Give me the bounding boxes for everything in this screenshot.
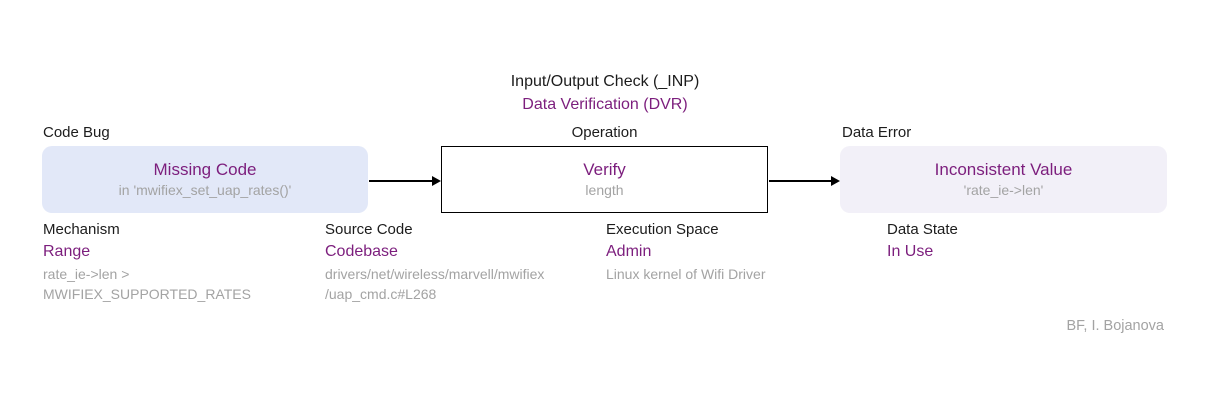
attribute-value: Codebase [325, 243, 398, 260]
attribute-data-state: Data State In Use [887, 219, 1159, 265]
attribute-label: Source Code [325, 221, 413, 238]
bug-class-title: Input/Output Check (_INP) [510, 73, 700, 90]
attribute-source-code: Source Code Codebase drivers/net/wireles… [325, 219, 597, 304]
attribute-label: Data State [887, 221, 958, 238]
attribution-text: BF, I. Bojanova [1066, 318, 1164, 334]
data-error-box: Inconsistent Value 'rate_ie->len' [840, 146, 1167, 213]
attribute-value: Range [43, 243, 91, 260]
arrow-head-icon [432, 175, 441, 186]
code-bug-box: Missing Code in 'mwifiex_set_uap_rates()… [42, 146, 368, 213]
data-error-label: Data Error [842, 124, 912, 141]
attribute-mechanism: Mechanism Range rate_ie->len > MWIFIEX_S… [43, 219, 315, 304]
attribute-value: In Use [887, 243, 934, 260]
data-error-detail: 'rate_ie->len' [963, 182, 1044, 198]
attribute-label: Execution Space [606, 221, 719, 238]
data-error-value: Inconsistent Value [934, 160, 1073, 179]
attribute-execution-space: Execution Space Admin Linux kernel of Wi… [606, 219, 878, 285]
arrow-cause-to-operation [369, 175, 441, 186]
attribute-detail: rate_ie->len > MWIFIEX_SUPPORTED_RATES [43, 266, 251, 302]
arrow-head-icon [831, 175, 840, 186]
bug-type-title: Data Verification (DVR) [522, 96, 688, 113]
diagram-header: Input/Output Check (_INP) Data Verificat… [380, 70, 830, 116]
attribute-detail: drivers/net/wireless/marvell/mwifiex /ua… [325, 266, 545, 302]
code-bug-label: Code Bug [43, 124, 110, 141]
attribute-value: Admin [606, 243, 652, 260]
arrow-operation-to-error [769, 175, 840, 186]
operation-value: Verify [583, 160, 626, 179]
attribute-label: Mechanism [43, 221, 120, 238]
attribute-detail: Linux kernel of Wifi Driver [606, 266, 766, 282]
code-bug-value: Missing Code [153, 160, 257, 179]
operation-label: Operation [571, 124, 638, 141]
code-bug-detail: in 'mwifiex_set_uap_rates()' [118, 182, 292, 198]
operation-box: Verify length [441, 146, 768, 213]
operation-detail: length [585, 182, 624, 198]
